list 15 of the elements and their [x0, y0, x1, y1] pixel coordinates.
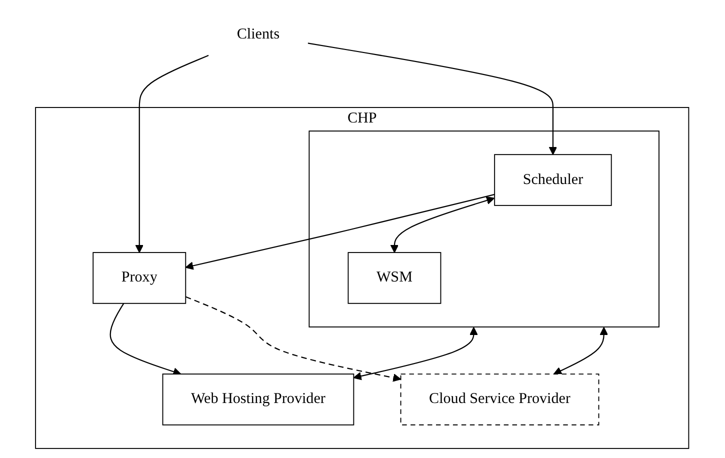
node-box: Web Hosting Provider [162, 374, 355, 426]
node-box: Scheduler [494, 154, 612, 206]
arrow [390, 196, 495, 253]
cluster [309, 130, 660, 328]
arrow [308, 42, 558, 155]
arrow [186, 296, 402, 382]
arrow [354, 326, 478, 380]
arrow [186, 194, 496, 270]
arrow [554, 326, 608, 375]
arrow [110, 303, 182, 376]
node-box: WSM [348, 252, 442, 304]
node-text: Clients [237, 26, 280, 42]
node-box: Cloud Service Provider [400, 374, 600, 426]
arrow [136, 54, 210, 253]
node-box: Proxy [93, 252, 186, 304]
